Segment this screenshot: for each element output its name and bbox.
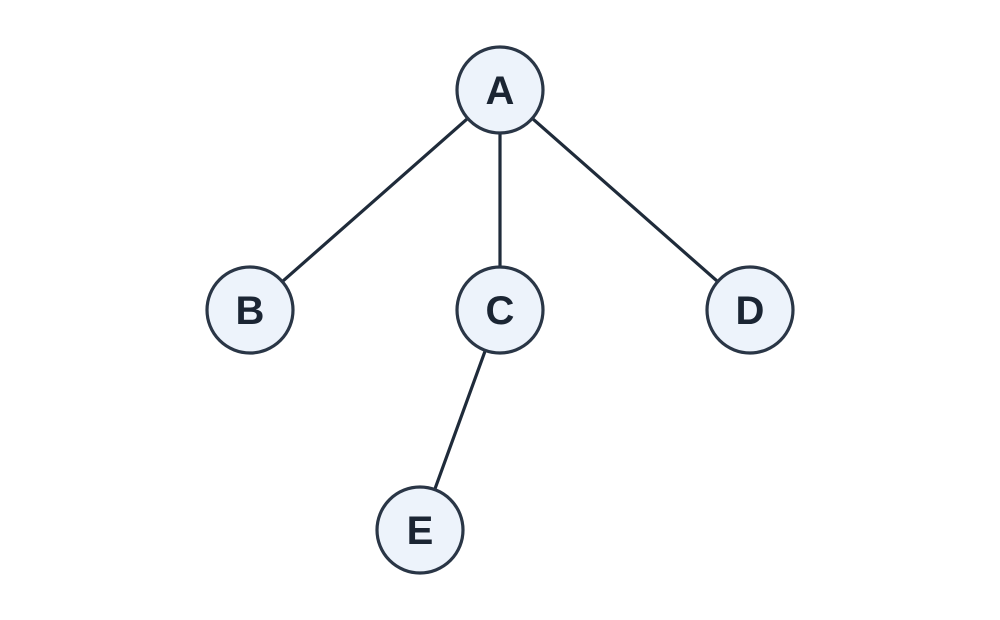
node-a[interactable]: A	[455, 45, 545, 135]
edge-a-b	[248, 88, 502, 312]
node-a-circle	[455, 45, 545, 135]
edge-a-d	[498, 88, 752, 312]
node-b-label: B	[236, 289, 265, 333]
node-e-circle	[375, 485, 465, 575]
node-d-circle	[705, 265, 795, 355]
node-c-label: C	[486, 289, 515, 333]
node-d-label: D	[736, 289, 765, 333]
node-d[interactable]: D	[705, 265, 795, 355]
node-b-circle	[205, 265, 295, 355]
node-e[interactable]: E	[375, 485, 465, 575]
node-c-circle	[455, 265, 545, 355]
node-b[interactable]: B	[205, 265, 295, 355]
node-a-label: A	[486, 69, 515, 113]
node-e-label: E	[407, 509, 434, 553]
node-c[interactable]: C	[455, 265, 545, 355]
